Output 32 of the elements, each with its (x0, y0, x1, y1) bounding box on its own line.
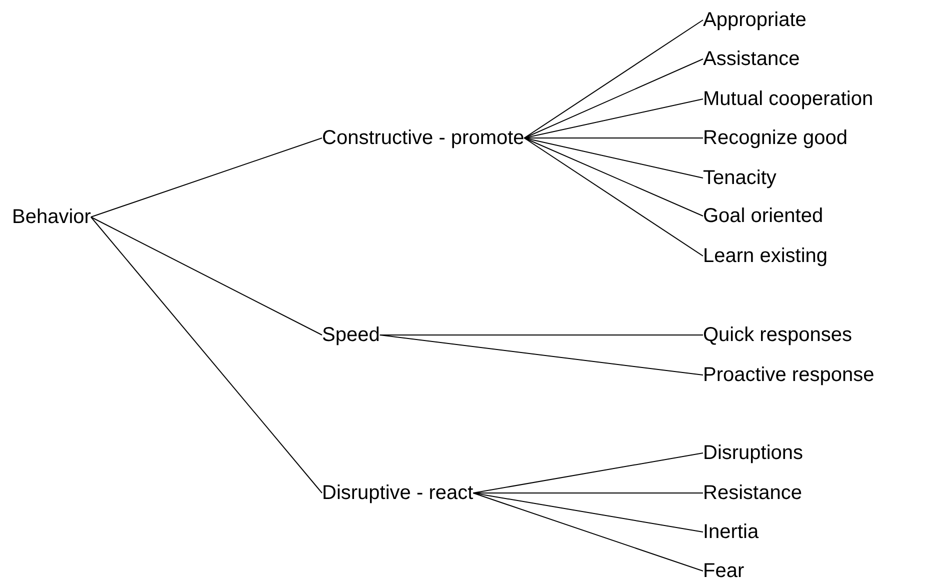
connector-line (524, 20, 704, 138)
connector-line (379, 334, 704, 336)
connector-line (90, 138, 322, 218)
node-label: Mutual cooperation (703, 87, 874, 111)
node-label: Disruptions (703, 441, 804, 465)
connector-line (472, 452, 704, 494)
node-label: Recognize good (703, 126, 848, 150)
node-label: Disruptive - react (322, 481, 474, 505)
connector-line (90, 216, 322, 494)
connector-line (472, 492, 704, 572)
connector-line (524, 138, 704, 178)
connector-line (379, 334, 704, 376)
node-label: Constructive - promote (322, 126, 524, 150)
connector-line (472, 492, 704, 532)
node-label: Fear (703, 559, 744, 583)
connector-line (524, 58, 704, 138)
connector-line (472, 492, 704, 494)
node-label: Goal oriented (703, 204, 824, 228)
node-label: Quick responses (703, 323, 852, 347)
node-label: Behavior (12, 205, 91, 229)
node-label: Appropriate (703, 8, 806, 32)
connector-line (524, 138, 704, 256)
node-label: Resistance (703, 481, 802, 505)
connector-line (90, 216, 322, 336)
connector-line (524, 138, 704, 216)
node-label: Tenacity (703, 166, 776, 190)
node-label: Proactive response (703, 363, 874, 387)
node-label: Assistance (703, 47, 800, 71)
connector-line (524, 98, 704, 138)
node-label: Learn existing (703, 244, 828, 268)
node-label: Inertia (703, 520, 759, 544)
node-label: Speed (322, 323, 380, 347)
